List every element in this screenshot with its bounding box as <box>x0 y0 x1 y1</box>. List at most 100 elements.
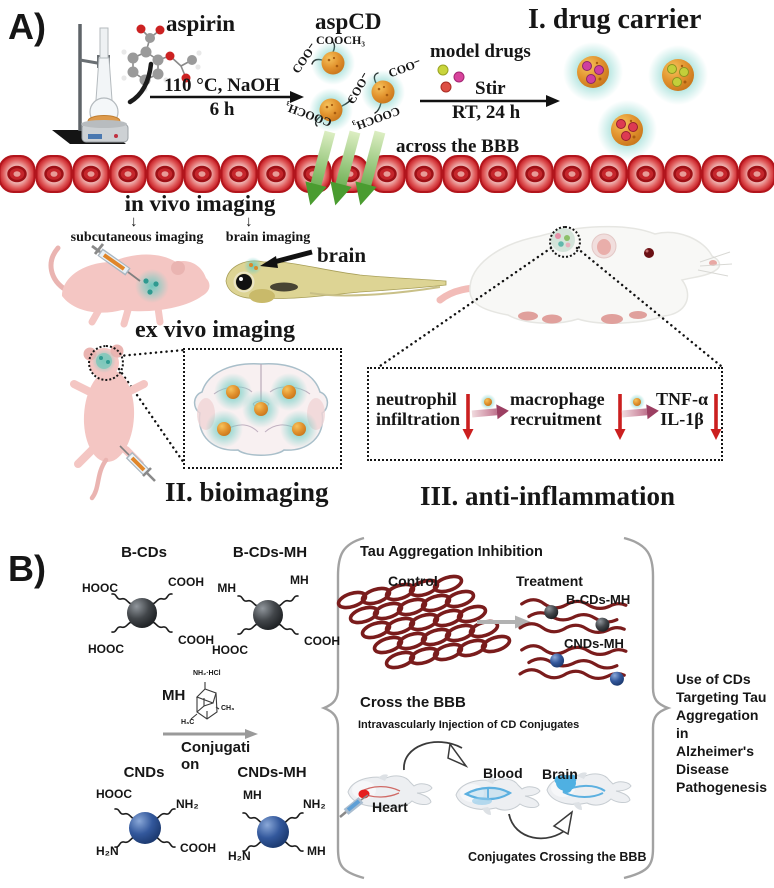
cnds-label: CNDs <box>123 764 165 781</box>
arm-label: NH₂ <box>303 797 326 811</box>
anti-inflammation-title: III. anti-inflammation <box>420 481 676 511</box>
fish-blood-icon <box>455 776 541 816</box>
bioimaging-title: II. bioimaging <box>165 477 329 507</box>
rat-head-spot-circle <box>549 226 581 258</box>
down-arrow-icon: ↓ <box>245 214 253 230</box>
cross-bbb-title: Cross the BBB <box>360 694 466 711</box>
tau-mesh <box>336 574 512 670</box>
crossing-label: Conjugates Crossing the BBB <box>468 850 647 864</box>
heart-label: Heart <box>372 799 408 815</box>
panel-b-label: B) <box>8 548 46 589</box>
aspcd-group-label: COOCH₃ <box>316 33 365 47</box>
arm-label: HOOC <box>212 643 248 657</box>
arm-label: MH <box>307 844 326 858</box>
stir-arrow-icon <box>420 95 560 107</box>
mh-salt-label: NH₂·HCl <box>193 670 221 677</box>
arm-label: HOOC <box>96 787 132 801</box>
arm-label: H₂N <box>228 849 251 863</box>
ex-vivo-imaging-box <box>183 348 342 469</box>
treatment-label: Treatment <box>516 573 583 589</box>
aspirin-label: aspirin <box>166 11 236 36</box>
cnds-sphere-icon <box>114 808 176 848</box>
ex-vivo-imaging-label: ex vivo imaging <box>135 317 295 343</box>
control-label: Control <box>388 573 438 589</box>
treat-bcds-mh-label: B-CDs-MH <box>566 592 631 607</box>
subcutaneous-mouse-icon <box>48 243 210 328</box>
zebrafish-icon <box>225 249 447 303</box>
step-cytokine-line1: TNF-α <box>655 389 709 409</box>
brain-arrow-icon <box>260 249 313 268</box>
brace-left-icon <box>320 536 365 880</box>
across-bbb-label: across the BBB <box>396 136 520 157</box>
arm-label: COOH <box>168 575 204 589</box>
bcds-mh-sphere-icon <box>237 595 299 635</box>
anti-inflammation-box <box>367 367 723 461</box>
swoosh-arrow-icon <box>127 61 154 105</box>
use-of-cds-text: Use of CDs Targeting Tau Aggregation in … <box>676 670 774 796</box>
bbb-row <box>0 154 774 194</box>
drug-carrier-title: I. drug carrier <box>528 4 702 35</box>
arm-label: MH <box>217 581 236 595</box>
brain-label: brain <box>317 243 367 267</box>
drug-carrier-dots <box>563 42 708 160</box>
cnds-mh-fibrils-icon <box>518 641 628 686</box>
injection-label: Intravascularly Injection of CD Conjugat… <box>358 719 580 731</box>
cnds-mh-label: CNDs-MH <box>237 764 307 781</box>
bcds-mh-label: B-CDs-MH <box>232 544 308 561</box>
reaction-conditions: 110 °C, NaOH <box>164 75 280 96</box>
brain-slice-icon <box>193 363 329 456</box>
aspcd-label: aspCD <box>315 9 382 34</box>
white-rat-icon <box>436 225 733 325</box>
stir-label: Stir <box>475 78 506 99</box>
mouse-head-spot-circle <box>88 345 124 381</box>
use-line: Alzheimer's <box>676 743 755 759</box>
step-cytokine-line2: IL-1β <box>660 409 704 429</box>
tau-inhibition-title: Tau Aggregation Inhibition <box>360 544 543 560</box>
use-line: Use of CDs <box>676 671 751 687</box>
tau-treatment-arrow-icon <box>477 615 531 629</box>
lab-stand-icon <box>52 24 129 144</box>
treat-cnds-mh-label: CNDs-MH <box>564 636 624 651</box>
syringe-icon <box>339 794 369 818</box>
curved-arrow-injection-icon <box>403 741 469 771</box>
arm-label: COOH <box>180 841 216 855</box>
dotted-connectors <box>117 246 723 465</box>
loaded-drug-dots <box>582 61 689 141</box>
subcutaneous-imaging-label: subcutaneous imaging <box>70 230 204 245</box>
mh-label: MH <box>162 687 186 704</box>
model-drugs-label: model drugs <box>430 41 531 62</box>
panel-a-label: A) <box>8 6 46 47</box>
fish-heart-icon <box>339 773 433 818</box>
aspcd-dots <box>309 41 405 132</box>
in-vivo-imaging-label: in vivo imaging <box>124 191 276 216</box>
arm-label: NH₂ <box>176 797 199 811</box>
down-arrow-icon: ↓ <box>130 214 138 230</box>
arm-label: H₂N <box>96 844 119 858</box>
step-neutrophil-line2: infiltration <box>376 409 460 429</box>
step-neutrophil-line1: neutrophil <box>376 389 457 409</box>
curved-arrow-crossing-icon <box>508 810 574 840</box>
reaction-time: 6 h <box>209 99 235 120</box>
arm-label: HOOC <box>82 581 118 595</box>
brain-imaging-label: brain imaging <box>225 230 311 245</box>
arm-label: MH <box>290 573 309 587</box>
reaction-arrow-icon <box>150 91 304 103</box>
syringe-icon <box>91 243 141 282</box>
arm-label: HOOC <box>88 642 124 656</box>
cnds-mh-sphere-icon <box>242 812 304 852</box>
step-macrophage-line2: recruitment <box>510 409 602 429</box>
use-line: Disease <box>676 761 729 777</box>
rt-label: RT, 24 h <box>452 102 521 123</box>
fish-brain-icon <box>546 771 632 811</box>
model-drug-dots <box>437 64 465 93</box>
mh-ch3-label: CH₃ <box>221 705 235 712</box>
brain-fish-label: Brain <box>542 766 578 782</box>
arm-label: COOH <box>304 634 340 648</box>
bcds-sphere-icon <box>111 593 173 633</box>
conjugation-arrow-icon <box>163 729 258 739</box>
arm-label: COOH <box>178 633 214 647</box>
memantine-structure-icon <box>190 682 220 720</box>
use-line: Aggregation in <box>676 707 759 741</box>
